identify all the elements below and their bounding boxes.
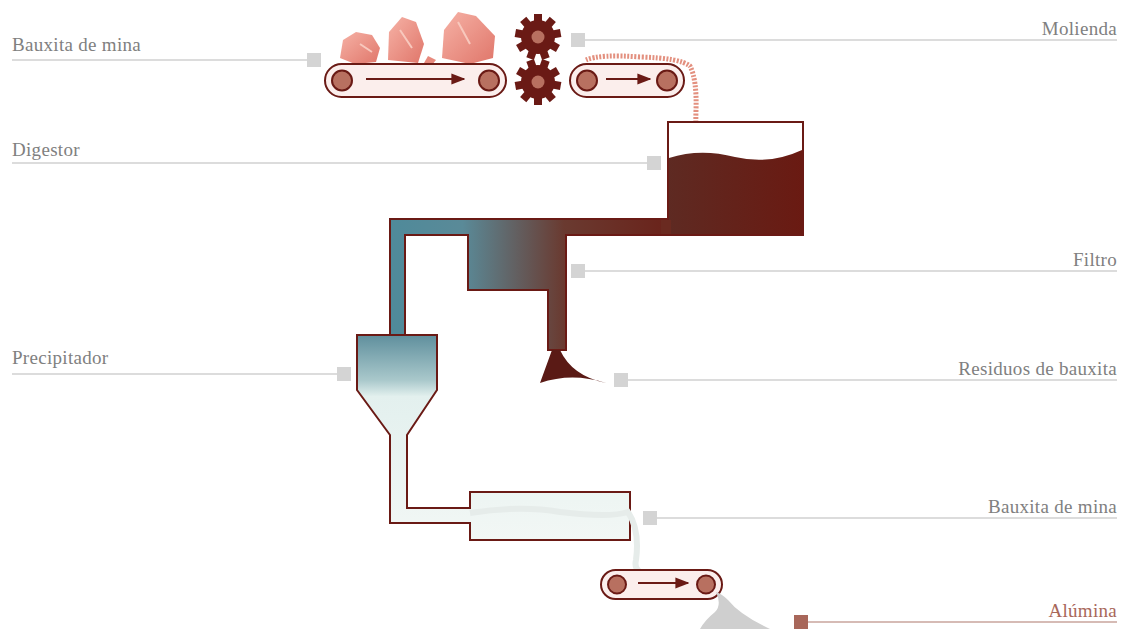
callout-label-box: Molienda (1042, 18, 1117, 40)
callout-square (571, 264, 585, 278)
callout-label-box: Residuos de bauxita (958, 358, 1117, 380)
grinding-gears (515, 14, 562, 105)
callout-square (647, 156, 661, 170)
leader-lines (12, 33, 1117, 629)
callout-label-box: Digestor (12, 139, 80, 161)
gear (515, 59, 562, 105)
leader-line (585, 270, 1117, 272)
callout-label: Bauxita de mina (988, 496, 1117, 517)
callout-label: Filtro (1073, 249, 1117, 270)
callout-square (337, 367, 351, 381)
leader-line (585, 39, 1117, 41)
digestor-tank (661, 122, 803, 235)
residue-pile (540, 350, 606, 383)
gear (515, 14, 562, 60)
callout-label-box: Bauxita de mina (988, 496, 1117, 518)
callout-label: Bauxita de mina (12, 34, 141, 55)
callout-square (307, 53, 321, 67)
leader-line (657, 517, 1117, 519)
conveyor-belt (325, 64, 506, 97)
alumina-flow (470, 509, 640, 572)
leader-line (12, 162, 647, 164)
callout-label-box: Alúmina (1048, 600, 1117, 622)
callout-label-box: Bauxita de mina (12, 34, 141, 56)
callout-label-box: Filtro (1073, 249, 1117, 271)
callout-square (614, 373, 628, 387)
callout-label: Alúmina (1048, 600, 1117, 621)
callout-label: Molienda (1042, 18, 1117, 39)
bauxite-rocks (340, 12, 495, 65)
callout-label-box: Precipitador (12, 347, 108, 369)
pipe (390, 219, 670, 350)
leader-line (12, 59, 307, 61)
callout-square (571, 33, 585, 47)
alumina-pile (700, 592, 770, 629)
callout-label: Digestor (12, 139, 80, 160)
leader-line (808, 621, 1117, 623)
callout-label: Precipitador (12, 347, 108, 368)
conveyor-belt (601, 570, 722, 599)
callout-label: Residuos de bauxita (958, 358, 1117, 379)
callout-square (794, 615, 808, 629)
callout-square (643, 511, 657, 525)
leader-line (628, 379, 1117, 381)
leader-line (12, 373, 337, 375)
conveyor-belt (570, 64, 684, 97)
